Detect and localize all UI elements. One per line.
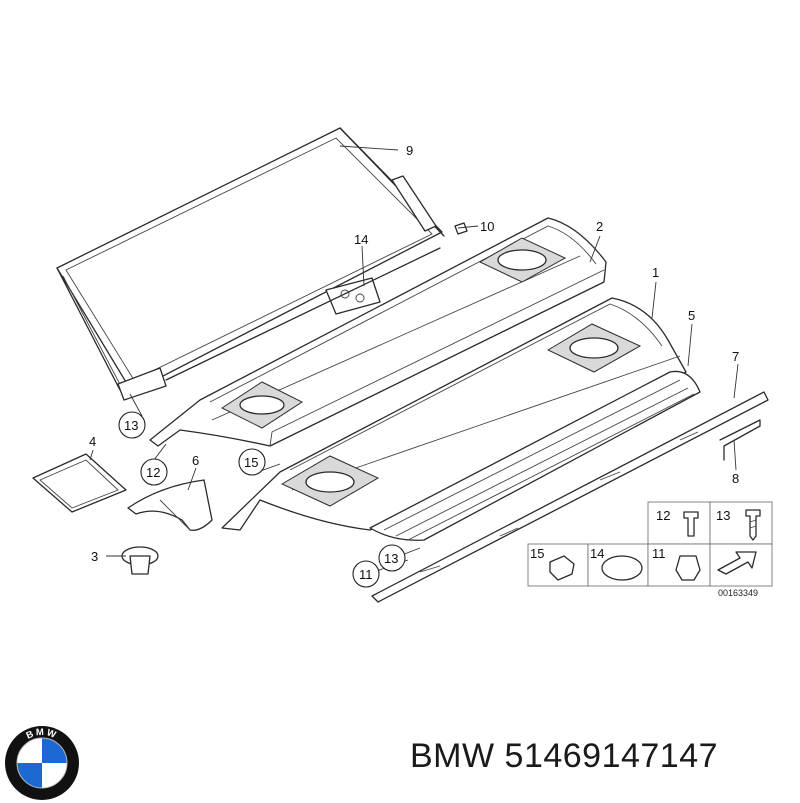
- expanding-clip: [121, 546, 159, 575]
- callout-11: 11: [359, 567, 373, 582]
- callout-14: 14: [354, 232, 368, 247]
- small-parts-legend: [527, 501, 773, 587]
- callout-9: 9: [406, 143, 413, 158]
- roller-blind-frame: [56, 127, 445, 401]
- callout-12: 12: [146, 465, 160, 480]
- callout-13b: 13: [384, 551, 398, 566]
- callout-circle-13b: [378, 544, 406, 572]
- callout-6: 6: [192, 453, 199, 468]
- cover-plate: [32, 453, 127, 513]
- callout-5: 5: [688, 308, 695, 323]
- callout-3: 3: [91, 549, 98, 564]
- legend-15: 15: [530, 546, 544, 561]
- clip-part-8: [719, 419, 761, 461]
- lower-parcel-shelf: [221, 297, 687, 531]
- callout-1: 1: [652, 265, 659, 280]
- callout-4: 4: [89, 434, 96, 449]
- legend-13: 13: [716, 508, 730, 523]
- callout-10: 10: [480, 219, 494, 234]
- nut-clip-icon: [549, 555, 575, 581]
- arrow-icon: [717, 551, 757, 575]
- cap-icon: [601, 555, 643, 581]
- callout-circle-15: [238, 448, 266, 476]
- callout-circle-12: [140, 458, 168, 486]
- part-number-title: BMW 51469147147: [410, 737, 719, 775]
- leader-lines: [89, 145, 739, 575]
- legend-12: 12: [656, 508, 670, 523]
- clip-part-10: [454, 222, 468, 235]
- legend-14: 14: [590, 546, 604, 561]
- trim-strip: [371, 391, 769, 603]
- callout-circle-11: [352, 560, 380, 588]
- callout-15: 15: [244, 455, 258, 470]
- bolt-icon: [683, 511, 699, 537]
- clip-nut-icon: [675, 555, 701, 581]
- callout-8: 8: [732, 471, 739, 486]
- bracket: [127, 479, 213, 531]
- drawing-number: 00163349: [718, 588, 758, 598]
- bmw-logo: BMW: [5, 726, 79, 800]
- logo-letters: BMW: [25, 727, 58, 742]
- callout-circle-13a: [118, 411, 146, 439]
- legend-11: 11: [652, 546, 666, 561]
- screw-icon: [745, 509, 761, 541]
- svg-text:BMW: BMW: [25, 727, 60, 742]
- upper-parcel-shelf: [149, 217, 607, 447]
- callout-7: 7: [732, 349, 739, 364]
- callout-13a: 13: [124, 418, 138, 433]
- grille-strip: [369, 370, 701, 541]
- callout-2: 2: [596, 219, 603, 234]
